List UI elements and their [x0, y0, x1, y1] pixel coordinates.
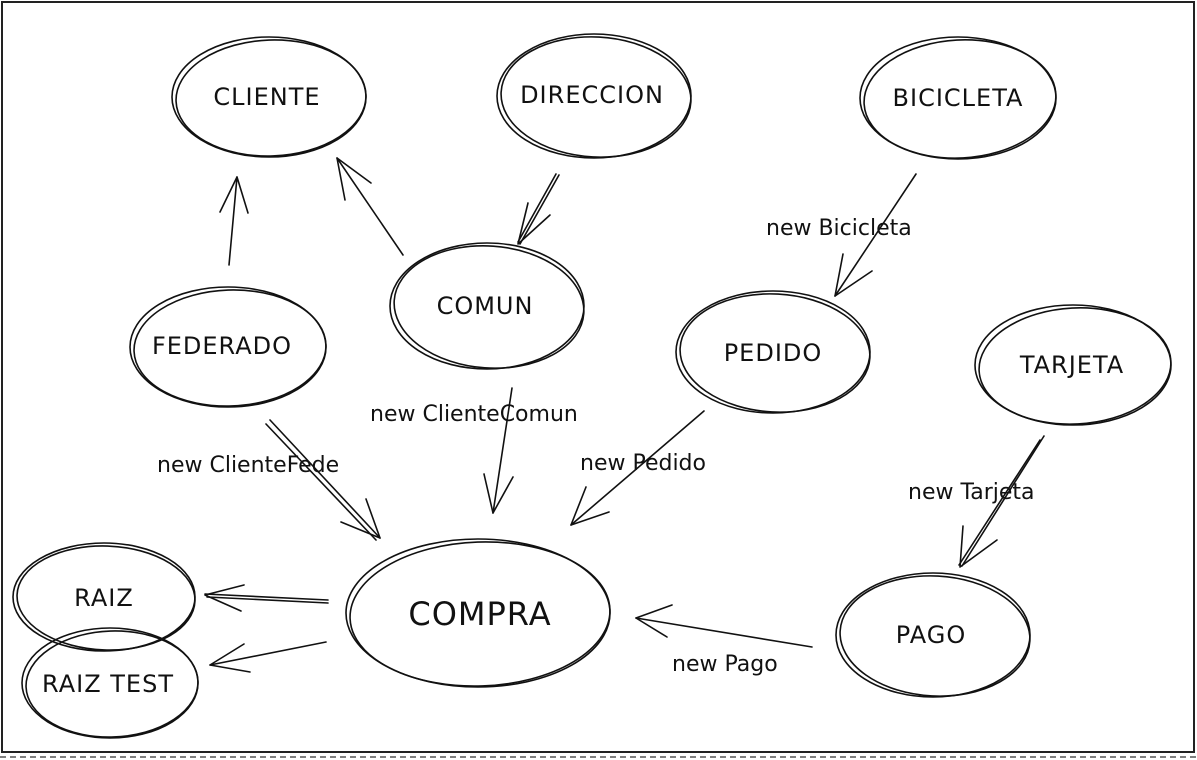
- node-tarjeta-outline-2: [978, 307, 1172, 425]
- edge-bicicleta-pedido: [834, 173, 917, 297]
- node-compra-outline-2: [349, 541, 611, 687]
- node-pago[interactable]: PAGO: [835, 571, 1033, 701]
- edge-label-new-cliente-comun: new ClienteComun: [370, 402, 578, 427]
- edge-pago-compra: [635, 604, 813, 648]
- node-federado-outline-2: [133, 289, 327, 407]
- edge-direccion-comun: [517, 173, 560, 245]
- node-compra-label: COMPRA: [408, 595, 551, 633]
- edge-federado-compra-line-2: [265, 423, 377, 541]
- node-bicicleta[interactable]: BICICLETA: [859, 35, 1059, 163]
- node-raiz-test[interactable]: RAIZ TEST: [21, 627, 200, 740]
- edge-pedido-compra-line: [570, 410, 705, 526]
- edge-compra-raiz-test-arrowhead: [209, 643, 251, 673]
- edge-comun-cliente-line: [336, 157, 404, 256]
- edge-compra-raiz-line-2: [206, 596, 329, 604]
- edge-comun-cliente-arrowhead: [336, 157, 372, 201]
- node-raiz[interactable]: RAIZ: [12, 542, 197, 653]
- edge-comun-cliente: [336, 157, 404, 256]
- node-comun-outline-2: [393, 244, 585, 370]
- edge-comun-compra-line: [492, 387, 513, 514]
- edge-federado-cliente: [219, 176, 249, 266]
- edge-comun-compra: [483, 387, 514, 514]
- edge-bicicleta-pedido-line: [834, 173, 917, 297]
- node-raiz-test-outline-2: [25, 630, 199, 738]
- edge-label-new-bicicleta: new Bicicleta: [766, 216, 912, 241]
- edge-federado-cliente-arrowhead: [219, 176, 249, 214]
- node-compra[interactable]: COMPRA: [345, 538, 612, 691]
- edge-comun-compra-arrowhead: [483, 473, 514, 514]
- node-tarjeta-label: TARJETA: [1019, 351, 1124, 379]
- edge-pedido-compra: [570, 410, 705, 526]
- edge-tarjeta-pago-line-2: [958, 439, 1041, 566]
- edge-federado-compra: [265, 419, 381, 541]
- node-comun[interactable]: COMUN: [389, 240, 588, 375]
- edge-direccion-comun-line: [519, 174, 560, 245]
- edge-compra-raiz: [204, 584, 329, 612]
- node-cliente[interactable]: CLIENTE: [171, 36, 368, 160]
- node-raiz-test-label: RAIZ TEST: [42, 670, 174, 698]
- node-pago-label: PAGO: [896, 621, 966, 649]
- edge-federado-cliente-line: [228, 176, 238, 266]
- edge-compra-raiz-arrowhead: [204, 584, 245, 612]
- edge-pago-compra-line: [635, 617, 813, 648]
- node-raiz-outline-2: [16, 545, 196, 651]
- node-bicicleta-label: BICICLETA: [893, 84, 1024, 112]
- edge-compra-raiz-test-line: [209, 641, 327, 666]
- node-direccion[interactable]: DIRECCION: [496, 32, 694, 162]
- edge-compra-raiz-line: [204, 593, 329, 601]
- edge-direccion-comun-arrowhead: [517, 202, 551, 245]
- node-comun-label: COMUN: [437, 292, 534, 320]
- edge-federado-compra-arrowhead: [340, 498, 381, 539]
- node-raiz-label: RAIZ: [74, 584, 134, 612]
- node-federado[interactable]: FEDERADO: [129, 286, 328, 410]
- node-pedido-outline-2: [679, 293, 871, 413]
- node-cliente-outline-2: [175, 39, 367, 157]
- edge-federado-compra-line: [269, 419, 381, 539]
- node-federado-label: FEDERADO: [152, 332, 292, 360]
- edge-label-new-pago: new Pago: [672, 652, 778, 677]
- edge-compra-raiz-test: [209, 641, 327, 673]
- node-pedido-label: PEDIDO: [724, 339, 823, 367]
- edge-tarjeta-pago-arrowhead: [959, 525, 998, 568]
- edge-label-new-tarjeta: new Tarjeta: [908, 480, 1035, 505]
- edge-bicicleta-pedido-arrowhead: [834, 253, 873, 297]
- edge-pedido-compra-arrowhead: [570, 486, 610, 526]
- edge-label-new-pedido: new Pedido: [580, 451, 706, 476]
- node-pedido[interactable]: PEDIDO: [675, 289, 873, 417]
- edge-pago-compra-arrowhead: [635, 604, 673, 638]
- edge-label-new-cliente-fede: new ClienteFede: [157, 453, 339, 478]
- edge-tarjeta-pago: [958, 435, 1045, 568]
- node-cliente-label: CLIENTE: [213, 83, 320, 111]
- node-direccion-label: DIRECCION: [520, 81, 664, 109]
- node-pago-outline-2: [839, 575, 1031, 697]
- edge-tarjeta-pago-line: [961, 435, 1045, 567]
- edge-direccion-comun-line-2: [517, 173, 557, 243]
- node-direccion-outline-2: [500, 36, 692, 158]
- node-bicicleta-outline-2: [863, 39, 1057, 159]
- node-tarjeta[interactable]: TARJETA: [974, 303, 1174, 429]
